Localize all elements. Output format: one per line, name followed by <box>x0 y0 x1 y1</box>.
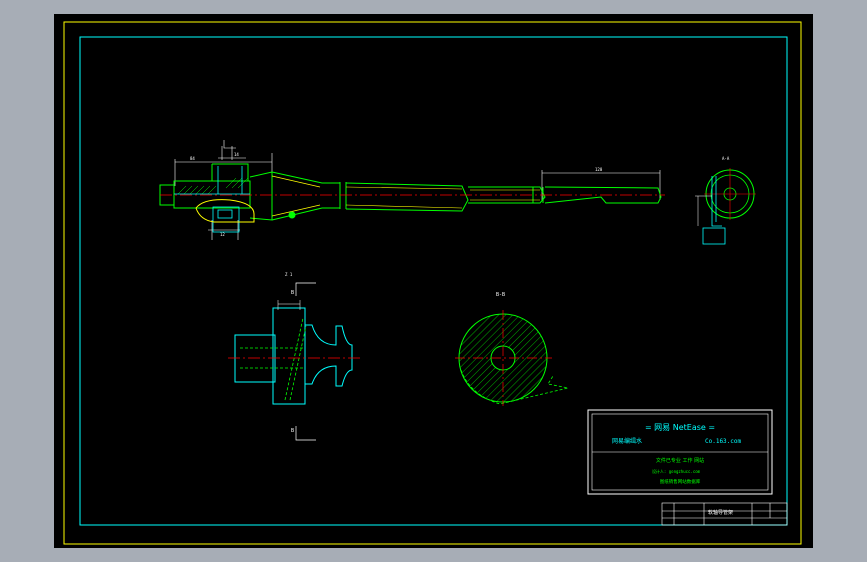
fork-hidden-lines <box>240 317 307 401</box>
section-hidden-profile <box>460 369 569 405</box>
head-hatching <box>177 177 249 195</box>
stamp-header: = 网易 NetEase = <box>645 423 715 432</box>
drawing-sheet <box>54 14 813 548</box>
cut-arrow-top <box>295 282 316 296</box>
drawing-name: 软轴导管架 <box>708 509 733 516</box>
shaft-taper-inner <box>271 175 321 217</box>
side-bracket <box>702 176 726 245</box>
cut-arrow-bottom <box>295 426 316 441</box>
stamp-line1-right: Co.163.com <box>705 438 742 445</box>
lower-left-view: Z 1 B B <box>228 272 360 441</box>
fork-body <box>234 307 353 405</box>
cut-label-bottom: B <box>291 428 294 434</box>
title-table <box>661 502 788 526</box>
stamp-outer <box>587 409 773 495</box>
cut-label-top: B <box>291 290 294 296</box>
outer-frame <box>63 21 802 545</box>
stamp-line3: 设计人: gongzhucc.com <box>652 468 701 474</box>
shaft-tube-inner <box>345 186 540 209</box>
section-bb-label: B-B <box>496 292 505 298</box>
side-view-label: A-A <box>722 156 730 161</box>
side-view: A-A <box>695 156 756 245</box>
stamp-line2: 文件已专业 工作 网站 <box>656 457 704 464</box>
main-dimension-text: 84 14 120 12 <box>190 152 603 237</box>
head-bore <box>174 166 250 233</box>
svg-text:120: 120 <box>595 167 603 172</box>
lower-lug <box>195 199 255 223</box>
side-dims <box>695 195 712 226</box>
shaft-head <box>159 163 273 221</box>
shaft-tube <box>345 182 662 212</box>
fork-dims <box>277 300 301 310</box>
main-view: 84 14 120 12 <box>159 140 665 240</box>
stamp-line1-left: 网易编缉水 <box>612 437 642 445</box>
view-z-label: Z 1 <box>285 272 293 277</box>
svg-text:84: 84 <box>190 156 195 161</box>
svg-text:14: 14 <box>234 152 239 157</box>
title-block: = 网易 NetEase = 网易编缉水 Co.163.com 文件已专业 工作… <box>587 409 788 526</box>
section-bb: B-B <box>455 292 569 406</box>
inner-frame <box>79 36 788 526</box>
weld-marker <box>288 211 296 219</box>
svg-text:12: 12 <box>220 232 225 237</box>
stamp-line4: 图纸销售网站数据库 <box>660 478 701 485</box>
